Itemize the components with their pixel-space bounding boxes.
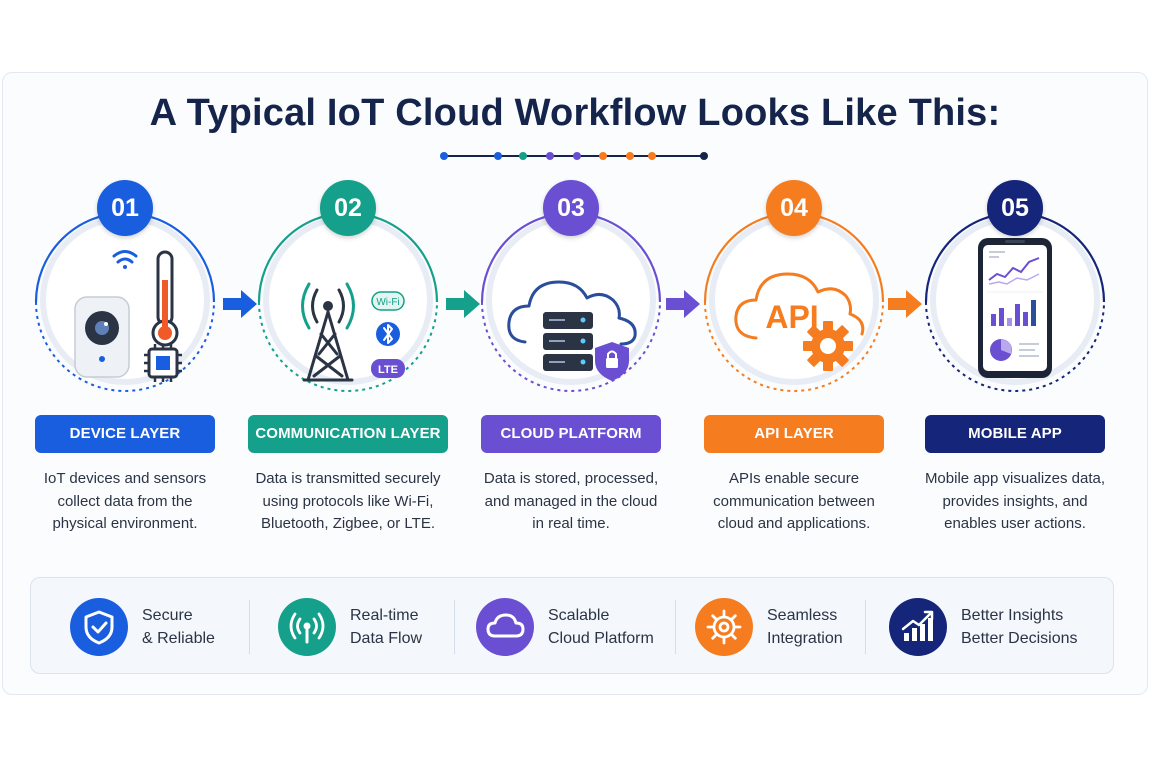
benefit-line2: Integration <box>767 630 843 647</box>
smartphone-dashboard-icon <box>978 238 1052 378</box>
benefit-line1: Scalable <box>548 607 610 624</box>
step-description: APIs enable secure communication between… <box>713 470 875 532</box>
benefit-line1: Real-time <box>350 607 419 624</box>
step-label: CLOUD PLATFORM <box>481 415 661 453</box>
benefit-line1: Seamless <box>767 607 838 624</box>
step-number-badge: 02 <box>320 180 376 236</box>
step-api-layer: API 04 API LAYER APIs enable secure com <box>674 180 914 540</box>
wifi-icon <box>112 250 138 269</box>
separator <box>865 600 866 654</box>
step-mobile-app: 05 MOBILE APP Mobile app visualizes data… <box>895 180 1135 540</box>
cell-tower-icon <box>301 282 355 382</box>
shield-lock-icon <box>595 342 629 381</box>
chip-icon <box>144 344 182 382</box>
benefit-line2: Better Decisions <box>961 630 1078 647</box>
gear-icon <box>706 609 742 645</box>
gear-icon <box>803 321 853 371</box>
step-description: Mobile app visualizes data, provides ins… <box>924 470 1106 532</box>
step-description: Data is stored, processed, and managed i… <box>483 470 659 532</box>
step-label: API LAYER <box>704 415 884 453</box>
benefit-line2: & Reliable <box>142 630 215 647</box>
step-number-badge: 03 <box>543 180 599 236</box>
step-communication-layer: Wi-Fi LTE 02 COMMUNICATION LAYER Data is… <box>228 180 468 540</box>
signal-icon <box>289 612 325 644</box>
step-description: Data is transmitted securely using proto… <box>255 470 441 532</box>
flow-arrow-icon <box>888 290 922 318</box>
step-number-badge: 04 <box>766 180 822 236</box>
step-label: MOBILE APP <box>925 415 1105 453</box>
flow-arrow-icon <box>446 290 480 318</box>
step-number-badge: 01 <box>97 180 153 236</box>
flow-arrow-icon <box>223 290 257 318</box>
growth-chart-icon <box>901 610 934 641</box>
page-title: A Typical IoT Cloud Workflow Looks Like … <box>149 92 1001 134</box>
step-cloud-platform: 03 CLOUD PLATFORM Data is stored, proces… <box>451 180 691 540</box>
server-icon <box>543 312 593 371</box>
cloud-icon <box>486 613 525 638</box>
bluetooth-icon <box>376 322 400 346</box>
benefit-line2: Data Flow <box>350 630 423 647</box>
wifi-tag <box>371 291 405 311</box>
step-label: COMMUNICATION LAYER <box>248 415 448 453</box>
benefit-line2: Cloud Platform <box>548 630 654 647</box>
benefit-line1: Secure <box>142 607 193 624</box>
svg-text:Wi-Fi: Wi-Fi <box>376 297 399 308</box>
flow-arrow-icon <box>666 290 700 318</box>
svg-text:LTE: LTE <box>378 364 398 376</box>
thermometer-icon <box>151 250 179 347</box>
separator <box>249 600 250 654</box>
benefit-line1: Better Insights <box>961 607 1064 624</box>
shield-check-icon <box>84 610 114 645</box>
lte-tag <box>371 359 405 378</box>
separator <box>675 600 676 654</box>
step-number-badge: 05 <box>987 180 1043 236</box>
benefits-strip: Secure & Reliable Real-time Data Flow Sc… <box>30 577 1114 674</box>
step-device-layer: 01 DEVICE LAYER IoT devices and sensors … <box>5 180 245 540</box>
camera-sensor-icon <box>74 296 130 378</box>
separator <box>454 600 455 654</box>
step-description: IoT devices and sensors collect data fro… <box>43 470 207 532</box>
step-label: DEVICE LAYER <box>35 415 215 453</box>
title-divider <box>440 152 708 160</box>
